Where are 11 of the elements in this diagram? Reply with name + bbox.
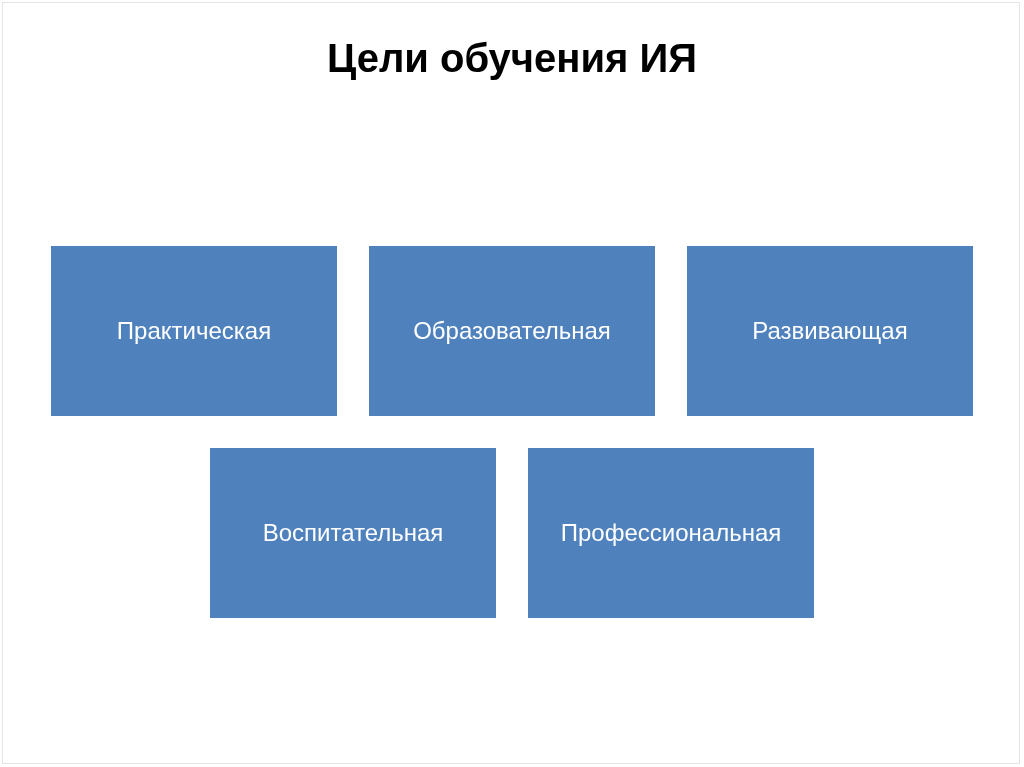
goal-label: Воспитательная — [262, 519, 444, 547]
goal-box — [369, 246, 655, 416]
goal-box — [210, 448, 496, 618]
goal-label: Образовательная — [413, 317, 611, 345]
goal-box — [528, 448, 814, 618]
goal-label: Практическая — [116, 317, 272, 345]
goal-box — [687, 246, 973, 416]
goal-label: Профессиональная — [560, 519, 782, 547]
slide-title: Цели обучения ИЯ — [326, 36, 698, 81]
goal-label: Развивающая — [752, 317, 908, 345]
goal-box — [51, 246, 337, 416]
